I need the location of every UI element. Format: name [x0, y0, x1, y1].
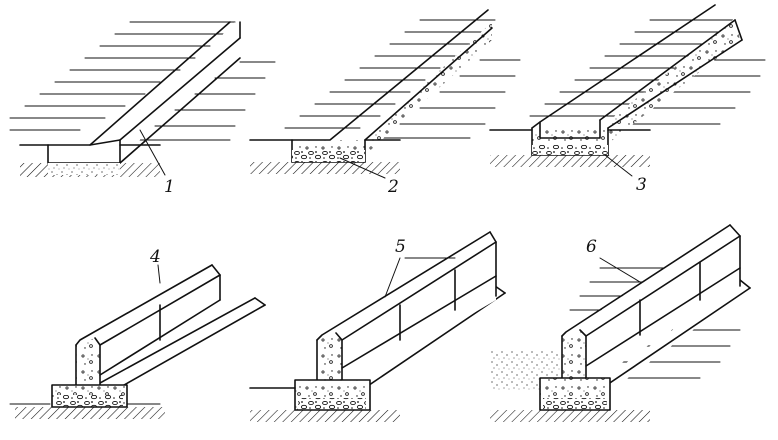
- ground-section-6: [490, 410, 650, 422]
- ground-section-3: [490, 155, 650, 167]
- leader-1: [139, 129, 166, 176]
- label-5: 5: [395, 237, 406, 257]
- gravel-bed-2: [292, 150, 365, 162]
- leader-5a: [384, 257, 401, 298]
- label-1: 1: [164, 177, 175, 197]
- panel-2-filled-trench: 2: [249, 9, 521, 197]
- leader-2: [339, 157, 386, 179]
- gravel-bed-3: [532, 145, 608, 155]
- curb-outline-6: [561, 224, 741, 379]
- curb-outline-4: [75, 264, 221, 389]
- panel-4-curb: 4: [9, 247, 266, 419]
- label-4: 4: [149, 247, 161, 267]
- label-6: 6: [586, 237, 597, 257]
- leader-3: [604, 154, 633, 177]
- channel-outline-3: [531, 4, 743, 156]
- panel-6-curb: 6: [490, 224, 751, 422]
- label-3: 3: [636, 175, 647, 195]
- ground-section-5: [250, 410, 400, 422]
- leader-6: [599, 257, 641, 283]
- panel-1-trench: 1: [9, 21, 276, 197]
- ground-section-4: [15, 407, 165, 419]
- label-2: 2: [387, 177, 399, 197]
- ground-hatching-2: [284, 19, 521, 139]
- ground-section-2: [250, 162, 400, 174]
- ground-hatching-1: [9, 21, 276, 141]
- curb-outline-5: [316, 231, 497, 383]
- panel-5-curb: 5: [249, 231, 506, 422]
- leader-4: [157, 264, 161, 284]
- trench-outline-1: [47, 21, 241, 164]
- trench-base-1: [48, 163, 120, 175]
- panel-3-channel: 3: [489, 4, 766, 195]
